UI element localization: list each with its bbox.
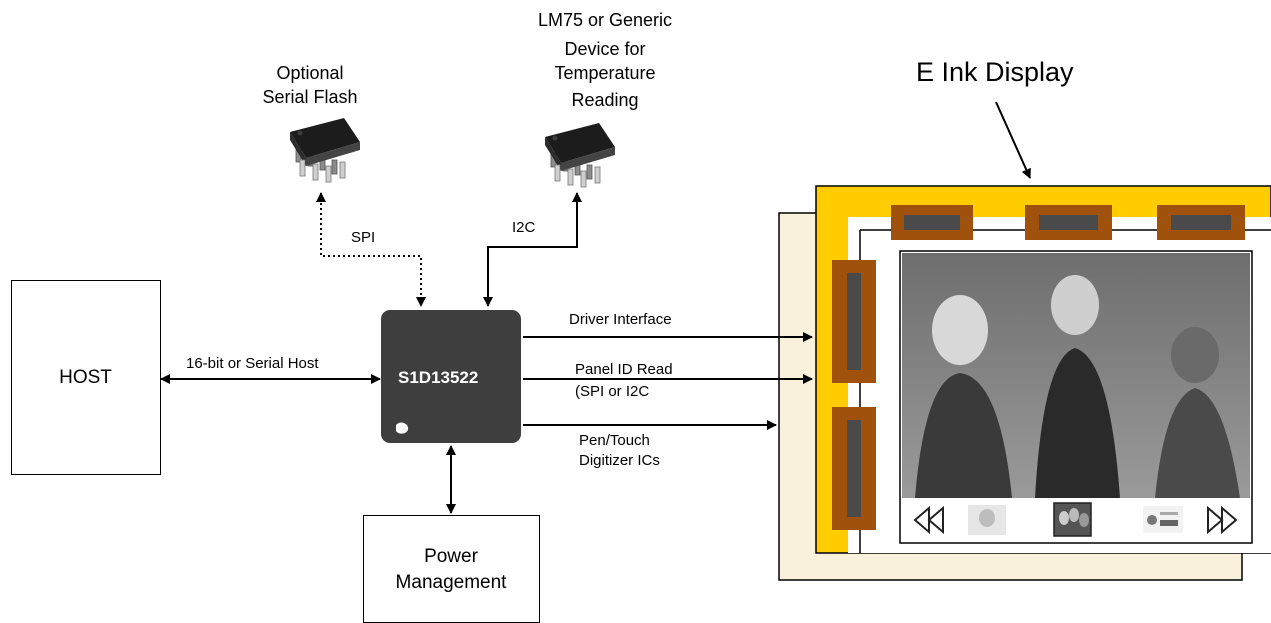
display-label-pointer: [995, 101, 1031, 179]
driver-interface-label: Driver Interface: [569, 311, 672, 328]
photo-thumbnail-icon: [968, 505, 1006, 535]
temp-label-line3: Temperature: [554, 63, 656, 83]
spi-link-arrow: [316, 192, 426, 307]
connections: [160, 101, 1031, 514]
host-link-label: 16-bit or Serial Host: [186, 355, 319, 372]
temp-label-line4: Reading: [571, 90, 639, 110]
display-label: E Ink Display: [916, 57, 1074, 87]
power-label-line1: Power: [424, 546, 478, 567]
temp-label-line1: LM75 or Generic: [537, 10, 673, 30]
i2c-link-arrow: [483, 192, 582, 307]
fast-forward-icon: [1207, 505, 1238, 535]
pen-touch-label-line1: Pen/Touch: [579, 432, 650, 449]
temperature-sensor-chip-icon: [545, 123, 615, 188]
photo-figures: [915, 275, 1240, 498]
power-management-box: Power Management: [363, 515, 540, 623]
flash-label-line1: Optional: [276, 63, 344, 83]
spi-label: SPI: [351, 229, 376, 246]
i2c-label: I2C: [512, 219, 536, 236]
host-label: HOST: [59, 367, 112, 388]
controller-chip: [381, 310, 521, 443]
photo-thumbnail-icon: [1143, 506, 1183, 533]
serial-flash-chip-icon: [290, 118, 360, 183]
host-box: HOST: [11, 280, 161, 475]
photo-thumbnail-icon: [1053, 502, 1092, 537]
e-ink-display: [778, 185, 1271, 581]
temp-label-line2: Device for: [564, 39, 646, 59]
flash-label-line2: Serial Flash: [262, 87, 358, 107]
rewind-icon: [913, 505, 944, 535]
controller-label: S1D13522: [398, 368, 479, 387]
pen-touch-label-line2: Digitizer ICs: [579, 452, 660, 469]
panel-id-label-line2: (SPI or I2C: [575, 383, 650, 400]
power-label-line2: Management: [395, 572, 507, 593]
display-connectors: [832, 205, 1245, 530]
panel-id-label-line1: Panel ID Read: [575, 361, 673, 378]
